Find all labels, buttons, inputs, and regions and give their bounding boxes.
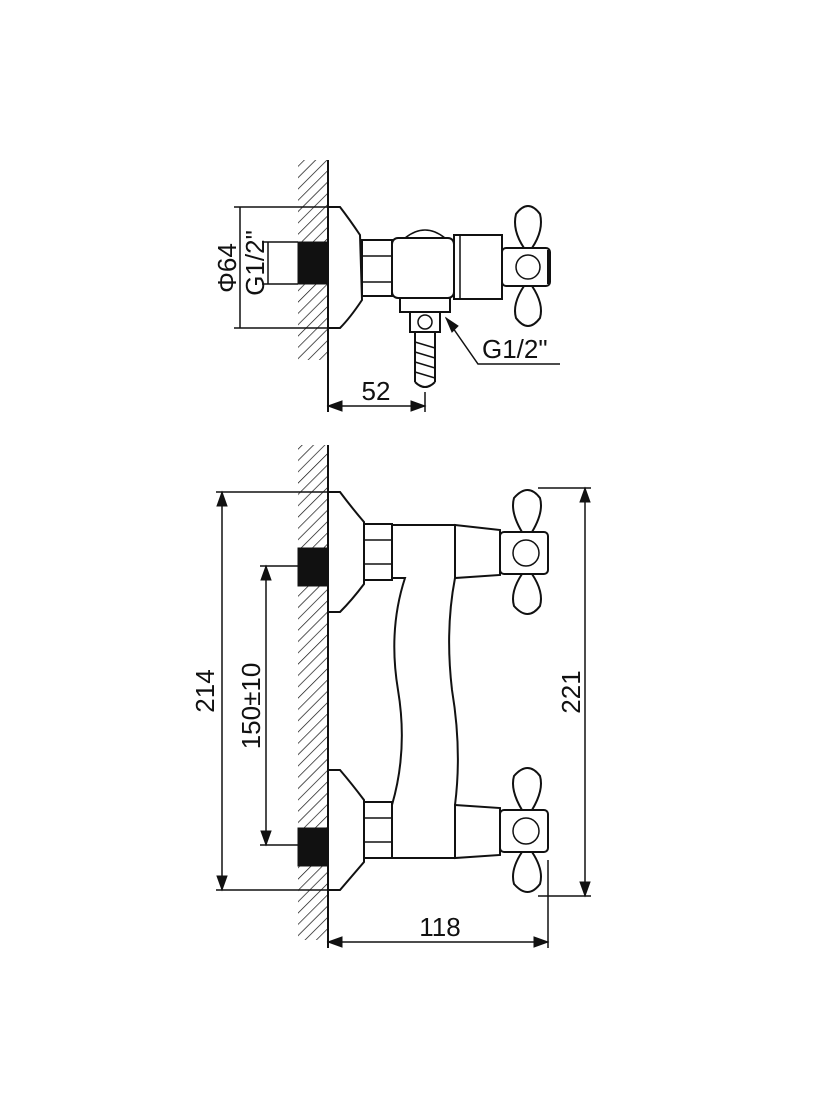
inlet-pipe: [297, 241, 329, 285]
inlet-pipe-lower: [297, 827, 329, 867]
nut-upper: [363, 523, 393, 581]
flange-lower: [327, 769, 365, 891]
bonnet-side: [453, 234, 503, 300]
inlet-pipe-upper: [297, 547, 329, 587]
valve-body-front: [391, 524, 459, 859]
dim-depth: 52: [362, 376, 391, 406]
handle-lower: [512, 767, 542, 811]
dim-outlet-thread: G1/2": [482, 334, 548, 364]
bonnet-lower: [454, 803, 501, 860]
dim-diameter: Φ64: [212, 243, 242, 293]
front-view: 214 150±10 221 118: [190, 445, 591, 948]
hose: [414, 332, 436, 388]
outlet-fitting: [399, 297, 451, 313]
wall-flange: [327, 206, 364, 329]
dim-center-distance: 150±10: [236, 663, 266, 750]
hex-nut: [361, 239, 393, 297]
valve-body-side: [391, 237, 455, 299]
handle-upper: [512, 489, 542, 533]
side-view: Φ64 G1/2" G1/2" 52: [212, 160, 560, 412]
dim-overall-height: 221: [556, 670, 586, 713]
bonnet-upper: [454, 523, 501, 580]
nut-lower: [363, 801, 393, 859]
handle-side: [514, 205, 542, 249]
flange-upper: [327, 491, 365, 613]
dim-total-height: 214: [190, 669, 220, 712]
dim-width: 118: [419, 912, 460, 942]
dim-inlet-thread: G1/2": [240, 230, 270, 296]
